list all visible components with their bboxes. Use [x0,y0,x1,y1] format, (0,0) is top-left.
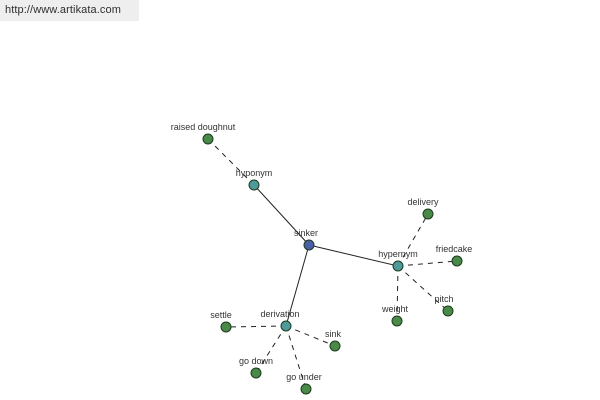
node-weight[interactable] [391,315,403,327]
nodes-layer [202,133,463,395]
node-label-sinker: sinker [294,228,318,238]
node-friedcake[interactable] [451,255,463,267]
edges-layer [207,138,458,390]
edge-hypernym-pitch [397,265,449,312]
node-delivery[interactable] [422,208,434,220]
node-label-delivery: delivery [407,197,439,207]
edge-sinker-hyponym [253,184,310,246]
node-label-hyponym: hyponym [236,168,273,178]
node-raised-doughnut[interactable] [202,133,214,145]
node-sinker[interactable] [303,239,315,251]
edge-hypernym-friedcake [397,260,458,267]
edge-derivation-sink [285,325,336,347]
node-derivation[interactable] [280,320,292,332]
node-go-under[interactable] [300,383,312,395]
node-pitch[interactable] [442,305,454,317]
edge-derivation-go-under [285,325,307,390]
watermark-url: http://www.artikata.com [0,0,139,21]
labels-layer: sinker hyponym hypernym derivation raised do… [171,122,473,382]
node-label-settle: settle [210,310,232,320]
node-label-go-under: go under [286,372,322,382]
edge-sinker-hypernym [308,244,399,267]
node-label-raised-doughnut: raised doughnut [171,122,236,132]
node-go-down[interactable] [250,367,262,379]
node-sink[interactable] [329,340,341,352]
node-settle[interactable] [220,321,232,333]
edge-hypernym-delivery [397,213,429,267]
edge-sinker-derivation [285,244,310,327]
node-label-hypernym: hypernym [378,249,418,259]
node-label-derivation: derivation [260,309,299,319]
node-label-go-down: go down [239,356,273,366]
node-label-friedcake: friedcake [436,244,473,254]
edge-derivation-settle [225,325,287,328]
node-hyponym[interactable] [248,179,260,191]
node-label-pitch: pitch [434,294,453,304]
node-label-sink: sink [325,329,342,339]
edge-hyponym-raised-doughnut [207,138,255,186]
node-hypernym[interactable] [392,260,404,272]
node-label-weight: weight [381,304,409,314]
